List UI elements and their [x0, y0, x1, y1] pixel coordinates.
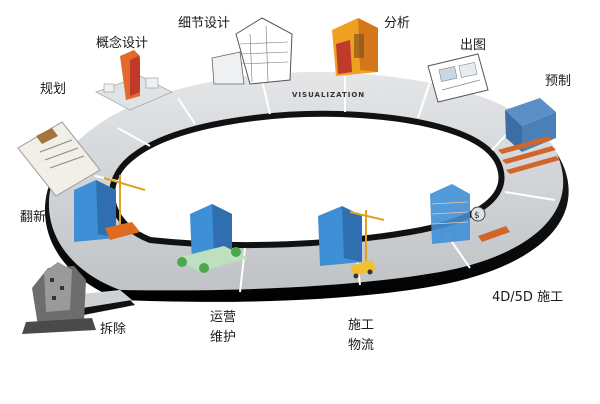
stage-label-gainian: 概念设计 — [96, 36, 149, 51]
stage-label-wuliu-line2: 物流 — [348, 338, 375, 354]
prefab-machine-icon — [498, 98, 560, 174]
construction-4d-icon: $ — [430, 184, 510, 244]
ring-banner-text: VISUALIZATION — [292, 91, 365, 99]
svg-text:$: $ — [474, 211, 480, 221]
stage-label-chutu: 出图 — [460, 38, 487, 53]
clipboard-plan-icon — [17, 121, 101, 197]
analysis-building-icon — [332, 18, 378, 76]
drawing-sheet-icon — [427, 53, 489, 103]
stage-label-guihua: 规划 — [40, 82, 67, 97]
detail-building-icon — [211, 17, 293, 85]
concept-model-icon — [95, 50, 173, 111]
stage-label-4d5d: 4D/5D 施工 — [492, 290, 564, 305]
stage-label-wuliu-line1: 施工 — [348, 318, 375, 333]
stage-label-yuzhi: 预制 — [545, 74, 572, 89]
construction-logistics-icon — [318, 206, 385, 279]
stage-label-yunying: 运营 维护 — [210, 310, 250, 347]
operation-building-icon — [176, 204, 248, 273]
stage-label-wuliu: 施工 物流 — [348, 318, 388, 355]
stage-label-xijie: 细节设计 — [178, 16, 231, 31]
stage-label-yunying-line1: 运营 — [210, 310, 237, 325]
demolished-building-icon — [22, 262, 96, 334]
renovation-building-icon — [74, 175, 146, 242]
lifecycle-ring — [44, 71, 569, 318]
stage-label-chaichu: 拆除 — [100, 322, 127, 337]
stage-label-fenxi: 分析 — [384, 16, 411, 31]
stage-label-fanxin: 翻新 — [20, 210, 47, 225]
stage-label-yunying-line2: 维护 — [210, 330, 237, 346]
